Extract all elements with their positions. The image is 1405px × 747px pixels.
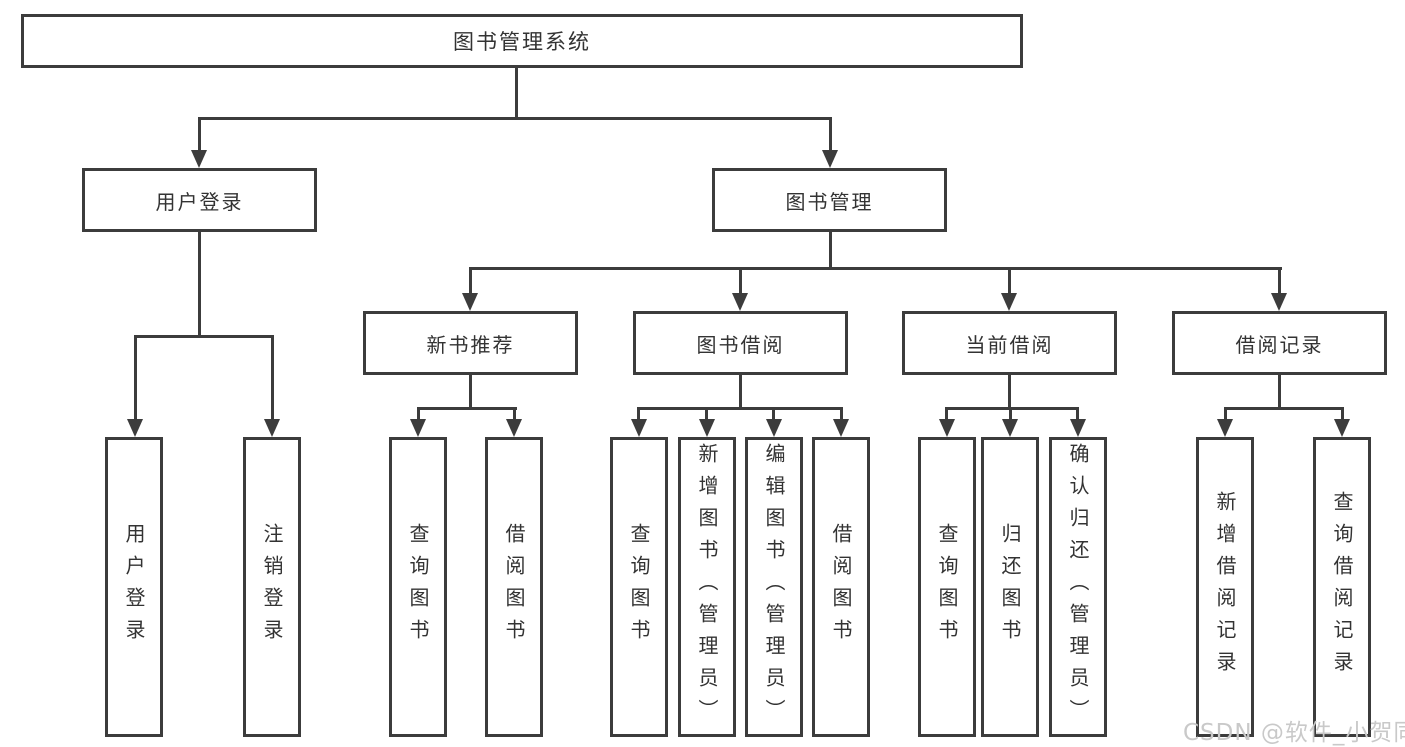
connector-line	[1009, 407, 1012, 423]
node-query-books-recommend: 查询图书	[389, 437, 447, 737]
arrow-down-icon	[1070, 419, 1086, 437]
node-new-book-recommend: 新书推荐	[363, 311, 578, 375]
connector-line	[513, 407, 516, 423]
connector-line	[198, 117, 832, 120]
arrow-down-icon	[822, 150, 838, 168]
node-label: 借阅记录	[1235, 332, 1324, 357]
connector-line	[271, 335, 274, 423]
arrow-down-icon	[462, 293, 478, 311]
node-label: 借阅图书	[502, 523, 526, 651]
connector-line	[1278, 267, 1281, 297]
node-query-books-current: 查询图书	[918, 437, 976, 737]
arrow-down-icon	[264, 419, 280, 437]
arrow-down-icon	[1271, 293, 1287, 311]
connector-line	[840, 407, 843, 423]
node-label: 注销登录	[260, 523, 284, 651]
connector-line	[134, 335, 274, 338]
arrow-down-icon	[766, 419, 782, 437]
connector-line	[637, 407, 843, 410]
node-label: 新书推荐	[426, 332, 515, 357]
arrow-down-icon	[410, 419, 426, 437]
node-book-management: 图书管理	[712, 168, 947, 232]
node-label: 新增借阅记录	[1213, 491, 1237, 683]
node-user-login-leaf: 用户登录	[105, 437, 163, 737]
node-add-book-admin: 新增图书（管理员）	[678, 437, 736, 737]
arrow-down-icon	[1334, 419, 1350, 437]
node-label: 新增图书（管理员）	[695, 443, 719, 731]
connector-line	[134, 335, 137, 423]
node-user-login: 用户登录	[82, 168, 317, 232]
connector-line	[772, 407, 775, 423]
connector-line	[417, 407, 420, 423]
node-query-books-borrow: 查询图书	[610, 437, 668, 737]
arrow-down-icon	[127, 419, 143, 437]
arrow-down-icon	[631, 419, 647, 437]
node-label: 查询图书	[406, 523, 430, 651]
connector-line	[198, 232, 201, 336]
node-borrow-books-leaf: 借阅图书	[812, 437, 870, 737]
node-confirm-return-admin: 确认归还（管理员）	[1049, 437, 1107, 737]
connector-line	[1224, 407, 1344, 410]
node-label: 用户登录	[155, 189, 244, 214]
node-label: 图书管理	[785, 189, 874, 214]
node-label: 确认归还（管理员）	[1066, 443, 1090, 731]
connector-line	[1278, 375, 1281, 408]
node-library-management-system: 图书管理系统	[21, 14, 1023, 68]
node-borrow-records: 借阅记录	[1172, 311, 1387, 375]
node-label: 当前借阅	[965, 332, 1054, 357]
arrow-down-icon	[1217, 419, 1233, 437]
arrow-down-icon	[833, 419, 849, 437]
connector-line	[1008, 375, 1011, 408]
node-book-borrow: 图书借阅	[633, 311, 848, 375]
node-label: 用户登录	[122, 523, 146, 651]
node-label: 借阅图书	[829, 523, 853, 651]
node-label: 图书管理系统	[453, 30, 591, 54]
watermark: CSDN @软件_小贺同学	[1183, 720, 1405, 746]
connector-line	[1076, 407, 1079, 423]
node-current-borrow: 当前借阅	[902, 311, 1117, 375]
connector-line	[637, 407, 640, 423]
arrow-down-icon	[191, 150, 207, 168]
connector-line	[829, 232, 832, 268]
node-label: 图书借阅	[696, 332, 785, 357]
connector-line	[1008, 267, 1011, 297]
node-logout: 注销登录	[243, 437, 301, 737]
connector-line	[739, 375, 742, 408]
node-edit-book-admin: 编辑图书（管理员）	[745, 437, 803, 737]
node-label: 归还图书	[998, 523, 1022, 651]
arrow-down-icon	[939, 419, 955, 437]
node-return-book: 归还图书	[981, 437, 1039, 737]
connector-line	[945, 407, 1079, 410]
arrow-down-icon	[732, 293, 748, 311]
node-borrow-books-recommend: 借阅图书	[485, 437, 543, 737]
connector-line	[417, 407, 517, 410]
connector-line	[469, 375, 472, 408]
node-label: 查询图书	[627, 523, 651, 651]
node-label: 查询借阅记录	[1330, 491, 1354, 683]
node-label: 查询图书	[935, 523, 959, 651]
connector-line	[945, 407, 948, 423]
connector-line	[1341, 407, 1344, 423]
connector-line	[469, 267, 472, 297]
node-query-borrow-record: 查询借阅记录	[1313, 437, 1371, 737]
connector-line	[198, 117, 201, 156]
connector-line	[1224, 407, 1227, 423]
arrow-down-icon	[1001, 293, 1017, 311]
node-label: 编辑图书（管理员）	[762, 443, 786, 731]
arrow-down-icon	[699, 419, 715, 437]
connector-line	[829, 117, 832, 156]
connector-line	[469, 267, 1282, 270]
connector-line	[705, 407, 708, 423]
node-add-borrow-record: 新增借阅记录	[1196, 437, 1254, 737]
connector-line	[739, 267, 742, 297]
arrow-down-icon	[506, 419, 522, 437]
connector-line	[515, 68, 518, 118]
arrow-down-icon	[1002, 419, 1018, 437]
